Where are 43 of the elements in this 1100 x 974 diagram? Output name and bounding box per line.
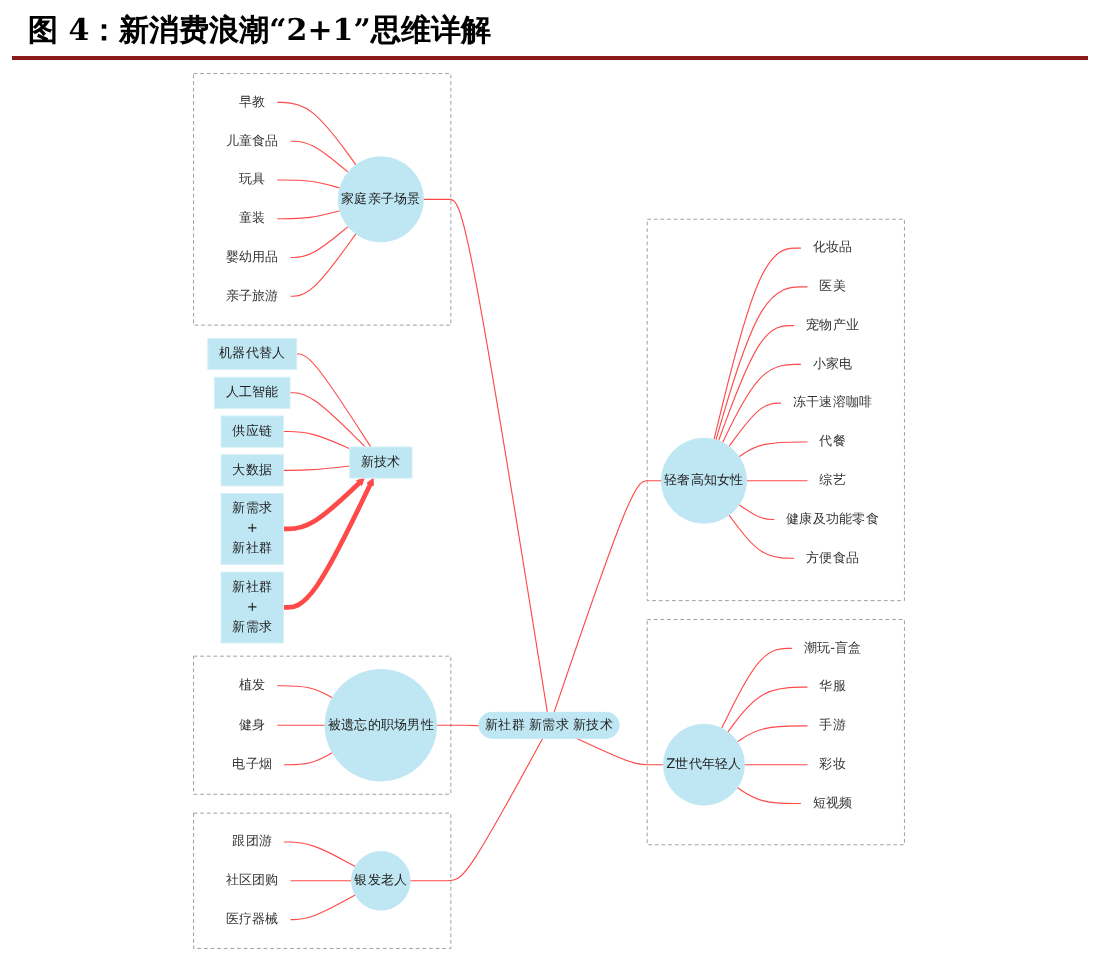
connector bbox=[277, 684, 334, 698]
connector bbox=[723, 362, 803, 443]
arrow bbox=[284, 476, 375, 609]
cluster bbox=[647, 217, 906, 601]
connector bbox=[290, 232, 358, 296]
connector bbox=[739, 503, 777, 520]
connector bbox=[297, 352, 373, 447]
connector bbox=[277, 178, 342, 188]
connector bbox=[728, 685, 810, 732]
connector bbox=[423, 197, 549, 713]
connector bbox=[737, 724, 810, 742]
connector bbox=[277, 723, 327, 725]
cluster bbox=[194, 654, 453, 794]
cluster bbox=[194, 72, 453, 325]
connector bbox=[437, 723, 482, 726]
connector bbox=[290, 879, 354, 881]
connector bbox=[577, 736, 665, 765]
connector bbox=[283, 840, 357, 867]
connector bbox=[714, 246, 803, 439]
connector bbox=[739, 440, 810, 457]
connector bbox=[290, 391, 367, 447]
connector bbox=[290, 893, 357, 920]
cluster bbox=[194, 811, 453, 948]
connector bbox=[410, 736, 545, 881]
connector bbox=[290, 139, 350, 172]
connector bbox=[719, 324, 797, 441]
arrow bbox=[284, 476, 366, 531]
connector bbox=[554, 479, 663, 713]
connector bbox=[283, 751, 334, 765]
connector bbox=[737, 786, 803, 804]
cluster bbox=[647, 618, 906, 845]
connector bbox=[722, 646, 794, 728]
connector bbox=[746, 479, 810, 481]
connector bbox=[277, 100, 358, 165]
connector bbox=[290, 225, 350, 258]
figure-title: 图 4：新消费浪潮“2+1”思维详解 bbox=[12, 0, 1088, 60]
connector bbox=[277, 209, 342, 219]
connector bbox=[283, 464, 352, 470]
connector bbox=[283, 430, 352, 449]
connector bbox=[729, 401, 784, 446]
connector bbox=[716, 285, 810, 440]
connector bbox=[729, 513, 797, 558]
connector bbox=[744, 763, 810, 765]
